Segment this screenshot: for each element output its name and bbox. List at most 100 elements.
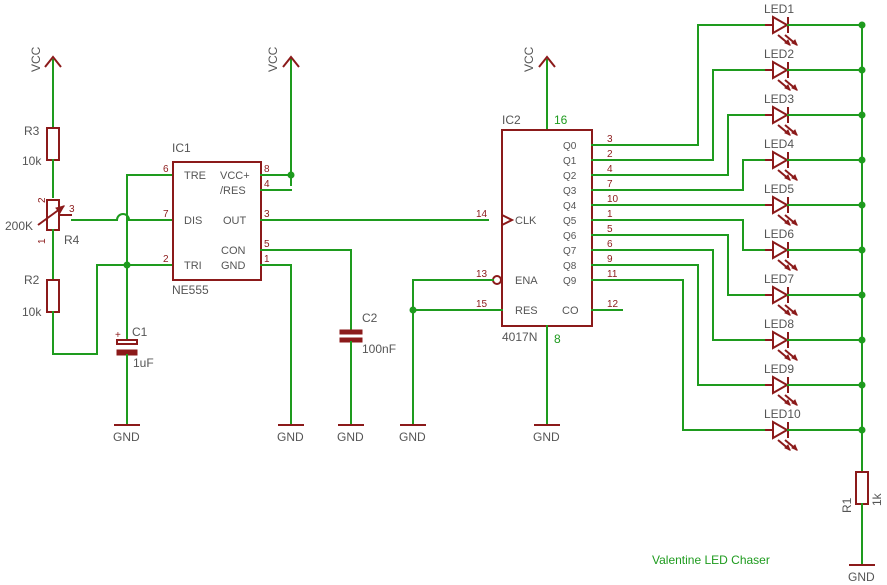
c2-ref: C2 xyxy=(362,311,378,325)
r4-value: 200K xyxy=(5,219,33,233)
ic2-output-q9: Q9 xyxy=(563,276,577,287)
ic2-output-q8: Q8 xyxy=(563,261,577,272)
led-label: LED4 xyxy=(764,137,794,151)
r4-pin-1: 1 xyxy=(37,238,48,244)
led-label: LED6 xyxy=(764,227,794,241)
ic1-pinnum-tri: 2 xyxy=(163,254,169,265)
gnd-symbol: GND xyxy=(399,424,426,444)
ic2-output-pin-q4: 10 xyxy=(607,194,619,205)
ic2-output-pin-q6: 5 xyxy=(607,224,613,235)
ic2-power-pin: 16 xyxy=(554,113,568,127)
led-label: LED8 xyxy=(764,317,794,331)
output-trace xyxy=(591,69,766,161)
output-trace xyxy=(591,264,766,386)
ic2-output-q7: Q7 xyxy=(563,246,577,257)
led: LED2 xyxy=(764,47,866,91)
vcc-symbol-ic2: VCC xyxy=(522,46,556,131)
ic2-pin-ena: ENA xyxy=(515,275,538,287)
ic1-pin-gnd: GND xyxy=(221,260,246,272)
ic2-output-q4: Q4 xyxy=(563,201,577,212)
led-label: LED5 xyxy=(764,182,794,196)
ic1-ne555: IC1 NE555 TRE DIS TRI VCC+ /RES OUT CON … xyxy=(163,141,270,297)
gnd-symbol: GND xyxy=(277,424,304,444)
ic1-pin-dis: DIS xyxy=(184,215,202,227)
ic2-output-pin-q5: 1 xyxy=(607,209,613,220)
ic1-pin-res: /RES xyxy=(220,185,246,197)
led: LED3 xyxy=(764,92,866,136)
gnd-symbol: GND xyxy=(113,424,140,444)
led: LED4 xyxy=(764,137,866,181)
ic1-value: NE555 xyxy=(172,283,209,297)
gnd-label: GND xyxy=(533,430,560,444)
output-trace xyxy=(591,159,766,191)
gnd-label: GND xyxy=(399,430,426,444)
c1-ref: C1 xyxy=(132,325,148,339)
schematic-title: Valentine LED Chaser xyxy=(652,553,770,567)
ic2-pin-clk: CLK xyxy=(515,215,537,227)
r1-value: 1k xyxy=(870,492,884,506)
vcc-symbol-ic1: VCC xyxy=(266,46,300,186)
vcc-label: VCC xyxy=(266,46,280,72)
r1-ref: R1 xyxy=(840,497,854,513)
ic2-pinnum-res: 15 xyxy=(476,299,488,310)
r4-ref: R4 xyxy=(64,233,80,247)
output-trace xyxy=(591,114,766,176)
gnd-label: GND xyxy=(337,430,364,444)
ic2-output-pin-q7: 6 xyxy=(607,239,613,250)
ic2-output-pin-q1: 2 xyxy=(607,149,613,160)
led: LED1 xyxy=(764,2,866,46)
ic1-pinnum-out: 3 xyxy=(264,209,270,220)
ic2-value: 4017N xyxy=(502,330,537,344)
r2-value: 10k xyxy=(22,305,42,319)
led-label: LED10 xyxy=(764,407,801,421)
r4-pin-2: 2 xyxy=(37,197,48,203)
led-label: LED2 xyxy=(764,47,794,61)
gnd-symbol: GND xyxy=(848,564,875,584)
led: LED9 xyxy=(764,362,866,406)
ic2-ref: IC2 xyxy=(502,113,521,127)
r2-ref: R2 xyxy=(24,273,40,287)
ic2-output-q1: Q1 xyxy=(563,156,577,167)
potentiometer-r4: 200K R4 1 2 3 xyxy=(5,197,80,247)
led: LED10 xyxy=(764,407,866,451)
ic1-pin-out: OUT xyxy=(223,215,247,227)
r3-ref: R3 xyxy=(24,124,40,138)
gnd-symbol: GND xyxy=(337,424,364,444)
ic2-gnd-pin: 8 xyxy=(554,332,561,346)
output-trace xyxy=(591,249,766,341)
ic2-output-pin-q3: 7 xyxy=(607,179,613,190)
ic1-pin-vcc: VCC+ xyxy=(220,170,250,182)
output-trace xyxy=(591,219,766,251)
vcc-label: VCC xyxy=(522,46,536,72)
gnd-label: GND xyxy=(113,430,140,444)
ic1-pinnum-vcc: 8 xyxy=(264,164,270,175)
ic1-ref: IC1 xyxy=(172,141,191,155)
led-label: LED7 xyxy=(764,272,794,286)
vcc-symbol-left: VCC xyxy=(29,46,62,129)
vcc-label: VCC xyxy=(29,46,43,72)
ic1-pinnum-res: 4 xyxy=(264,179,270,190)
gnd-symbols: GND GND GND GND GND GND xyxy=(113,424,875,584)
c1-polarity: + xyxy=(115,330,121,341)
gnd-label: GND xyxy=(848,570,875,584)
ic2-output-pin-q9: 11 xyxy=(607,269,618,280)
ic2-output-q3: Q3 xyxy=(563,186,577,197)
led: LED6 xyxy=(764,227,866,271)
output-trace xyxy=(591,234,766,296)
led: LED5 xyxy=(764,182,866,226)
led: LED8 xyxy=(764,317,866,361)
ic2-pin-res: RES xyxy=(515,305,538,317)
ic1-pinnum-con: 5 xyxy=(264,239,270,250)
ic1-pin-tre: TRE xyxy=(184,170,206,182)
ic2-output-q6: Q6 xyxy=(563,231,577,242)
ic2-pin-co: CO xyxy=(562,305,579,317)
ic1-pin-tri: TRI xyxy=(184,260,202,272)
output-trace xyxy=(591,24,766,146)
led-label: LED1 xyxy=(764,2,794,16)
led: LED7 xyxy=(764,272,866,316)
ic2-output-pin-q2: 4 xyxy=(607,164,613,175)
gnd-label: GND xyxy=(277,430,304,444)
ic2-pinnum-clk: 14 xyxy=(476,209,488,220)
gnd-symbol: GND xyxy=(533,424,560,444)
